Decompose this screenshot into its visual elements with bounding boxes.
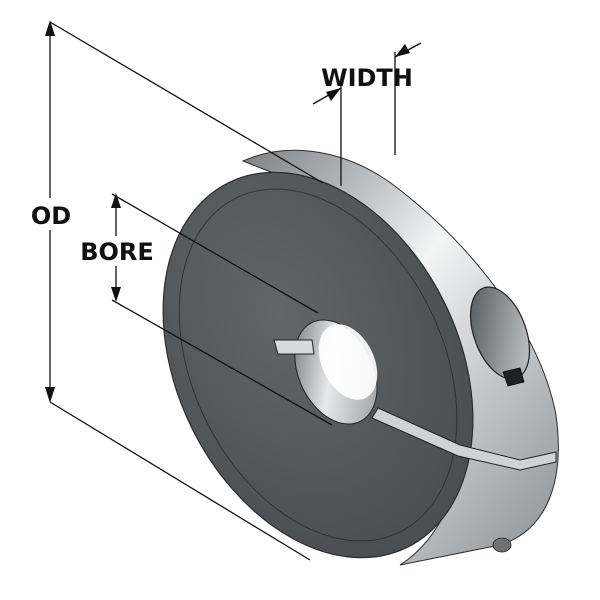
bore-label: BORE: [80, 238, 154, 266]
collar-chamfer-ring: [178, 188, 458, 542]
keyway-notch: [273, 339, 315, 355]
od-label: OD: [31, 202, 71, 230]
clamp-screw: [502, 367, 525, 387]
width-dimension: WIDTH: [312, 42, 422, 186]
od-dimension: OD: [26, 20, 324, 561]
bore-dimension: BORE: [80, 193, 333, 426]
bore-hole-back: [318, 324, 378, 400]
width-label: WIDTH: [321, 64, 413, 92]
split-slot: [371, 407, 557, 471]
lower-screw-hole: [492, 537, 512, 553]
shaft-collar: [162, 149, 559, 566]
